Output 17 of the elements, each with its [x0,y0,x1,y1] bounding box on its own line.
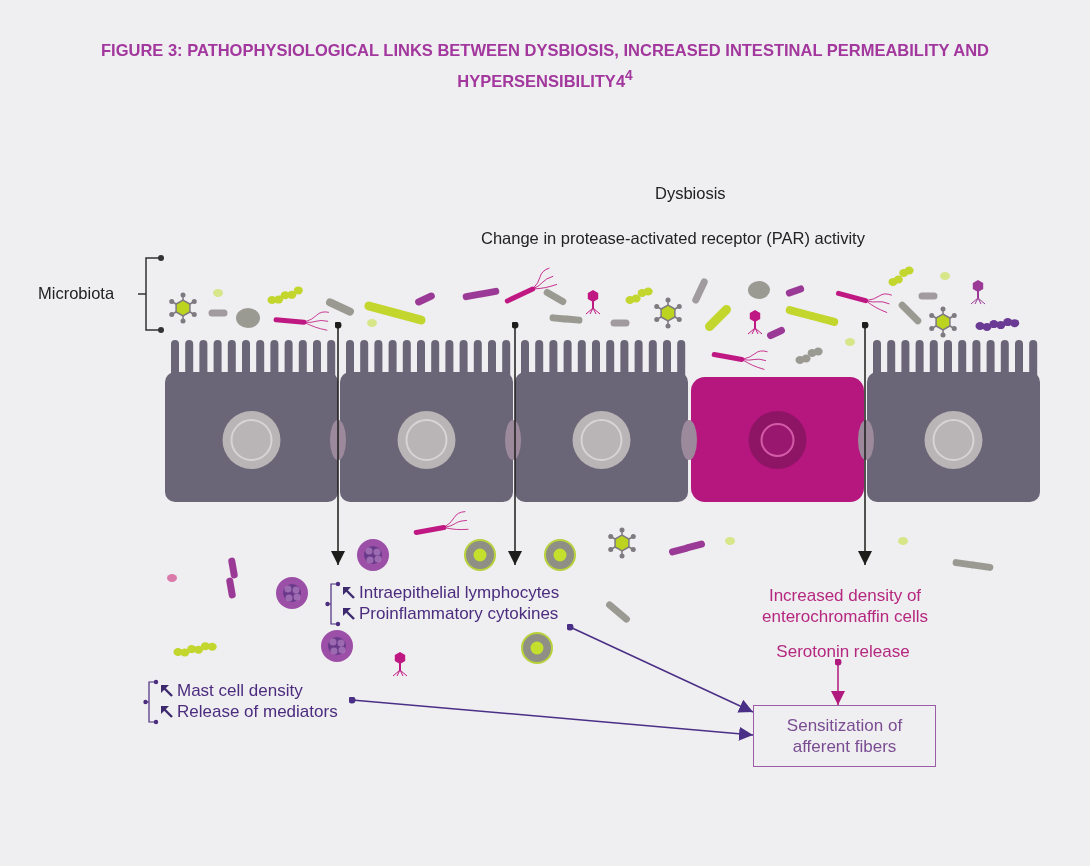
arrow [831,658,845,706]
annotation-text: Serotonin release [776,641,910,662]
list-item: Mast cell density [177,681,303,701]
heading-label: Dysbiosis [655,184,726,203]
list-item: Intraepithelial lymphocytes [359,583,560,603]
figure-title: FIGURE 3: PATHOPHYSIOLOGICAL LINKS BETWEEN DYSBIOSIS, INCREASED INTESTINAL PERMEABILITY AND HYPERSENSIBILITY4$^{4}$ [100,40,990,92]
outlined-box: Sensitization of afferent fibers [753,705,936,767]
microbiota-label: Microbiota [38,284,115,303]
list-item: Release of mediators [177,702,338,722]
annotation-text: Increased density of enterochromaffin cells [761,585,929,627]
arrow [566,623,754,713]
arrow [348,696,754,741]
arrow [858,321,872,566]
arrow [331,321,345,566]
list-item: Proinflammatory cytokines [359,604,559,624]
annotation-text: Change in protease-activated receptor (PAR) activity [481,229,865,248]
arrow [508,321,522,566]
